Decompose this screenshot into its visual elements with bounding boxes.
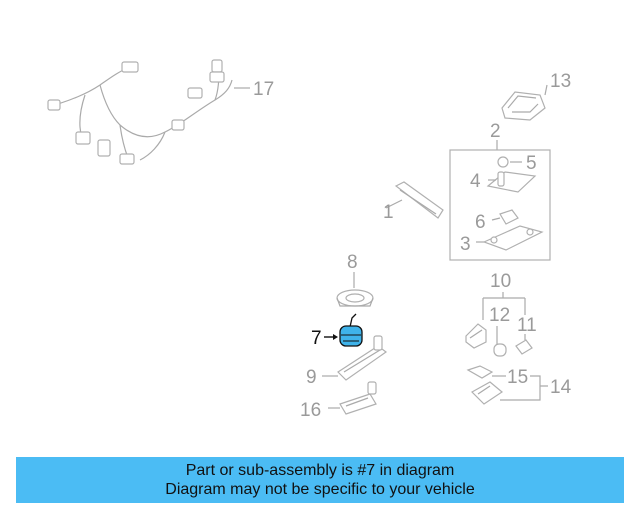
part-4-socket-plate — [486, 171, 537, 193]
part-12-bulb — [493, 343, 507, 357]
callout-5: 5 — [526, 153, 537, 174]
part-1-lens — [385, 181, 444, 219]
part-6-clip — [491, 209, 519, 225]
info-banner: Part or sub-assembly is #7 in diagram Di… — [16, 457, 624, 503]
part-15-bulb — [466, 365, 506, 379]
callout-12: 12 — [489, 305, 510, 326]
banner-line-part: Part or sub-assembly is #7 in diagram — [185, 462, 455, 479]
callout-14: 14 — [550, 377, 572, 398]
callout-11: 11 — [517, 315, 537, 336]
banner-line-disclaimer: Diagram may not be specific to your vehi… — [165, 481, 475, 498]
part-13-dome-lamp — [501, 84, 548, 121]
callout-1: 1 — [383, 202, 394, 223]
callout-10: 10 — [490, 271, 511, 292]
part-2-housing-box — [449, 149, 551, 261]
callout-3: 3 — [460, 234, 471, 255]
part-10-switch — [465, 323, 487, 349]
callout-7: 7 — [311, 328, 322, 349]
callout-4: 4 — [470, 171, 481, 192]
part-7-bulb-socket — [339, 313, 363, 347]
callout-15: 15 — [507, 367, 528, 388]
callout-9: 9 — [306, 367, 317, 388]
part-8-ring — [336, 289, 374, 307]
callout-16: 16 — [300, 400, 321, 421]
callout-17: 17 — [253, 79, 274, 100]
callout-8: 8 — [347, 252, 358, 273]
callout-2: 2 — [490, 121, 501, 142]
part-17-wiring-harness — [47, 59, 250, 165]
part-3-base-plate — [476, 225, 544, 251]
part-11-lens — [515, 339, 533, 355]
callout-6: 6 — [475, 212, 486, 233]
callout-13: 13 — [550, 71, 571, 92]
part-14-lamp-assembly — [471, 381, 504, 405]
part-5-bulb — [497, 156, 522, 168]
part-16-lamp-housing — [328, 381, 377, 415]
part-9-lamp-assembly — [322, 335, 388, 381]
